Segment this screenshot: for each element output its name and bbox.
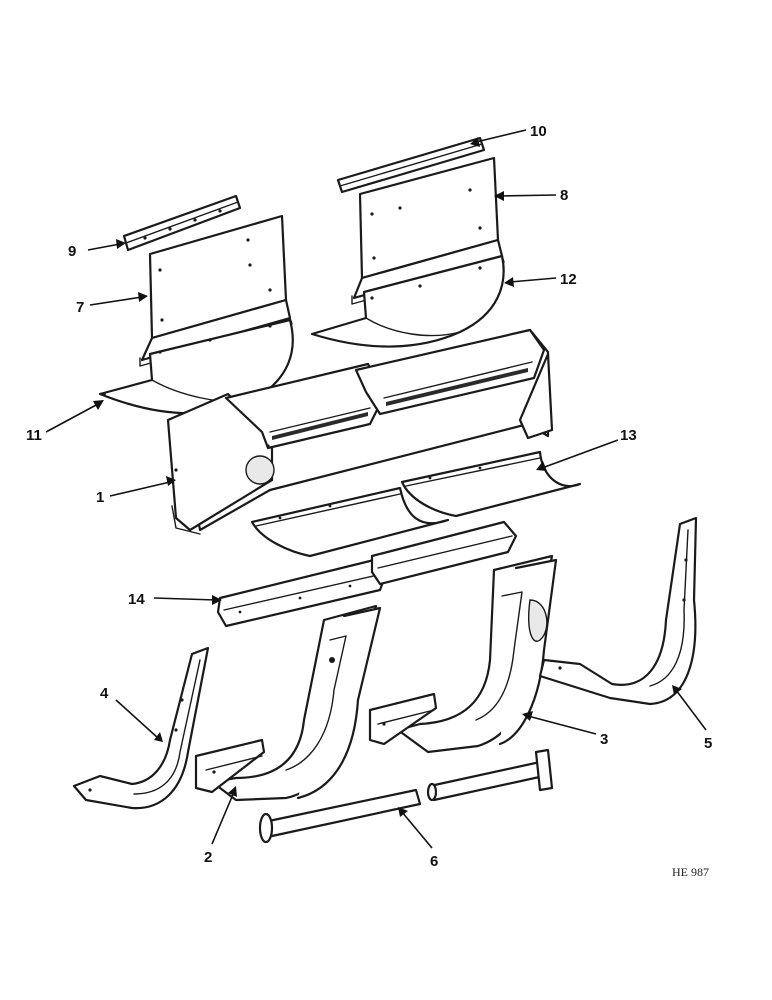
callout-14: 14 bbox=[128, 591, 145, 608]
drawing-reference: HE 987 bbox=[672, 865, 709, 879]
callout-3: 3 bbox=[600, 731, 608, 748]
callout-7: 7 bbox=[76, 299, 84, 316]
callout-labels: 9 7 11 1 10 8 12 13 14 4 2 3 5 6 bbox=[26, 123, 712, 870]
part-8-panel bbox=[351, 156, 505, 305]
callout-11: 11 bbox=[26, 427, 42, 444]
part-6-tubes bbox=[258, 748, 554, 844]
part-5-j-bracket bbox=[538, 516, 698, 706]
callout-2: 2 bbox=[204, 849, 212, 866]
part-1-main-housing bbox=[166, 328, 554, 535]
part-10-angle-strip bbox=[336, 136, 486, 194]
callout-8: 8 bbox=[560, 187, 568, 204]
part-3-support-bracket bbox=[368, 554, 558, 754]
callout-5: 5 bbox=[704, 735, 712, 752]
callout-leaders bbox=[45, 129, 707, 849]
callout-9: 9 bbox=[68, 243, 76, 260]
part-13-trough-pans bbox=[250, 450, 582, 558]
callout-12: 12 bbox=[560, 271, 577, 288]
callout-4: 4 bbox=[100, 685, 109, 702]
part-2-support-bracket bbox=[194, 604, 382, 802]
part-14-angle-channels bbox=[216, 520, 518, 628]
callout-10: 10 bbox=[530, 123, 547, 140]
callout-13: 13 bbox=[620, 427, 637, 444]
callout-1: 1 bbox=[96, 489, 104, 506]
part-12-curved-sheet bbox=[310, 254, 505, 348]
part-7-panel bbox=[139, 214, 293, 367]
part-9-angle-strip bbox=[122, 194, 242, 252]
part-4-j-bracket bbox=[72, 646, 210, 810]
callout-6: 6 bbox=[430, 853, 438, 870]
